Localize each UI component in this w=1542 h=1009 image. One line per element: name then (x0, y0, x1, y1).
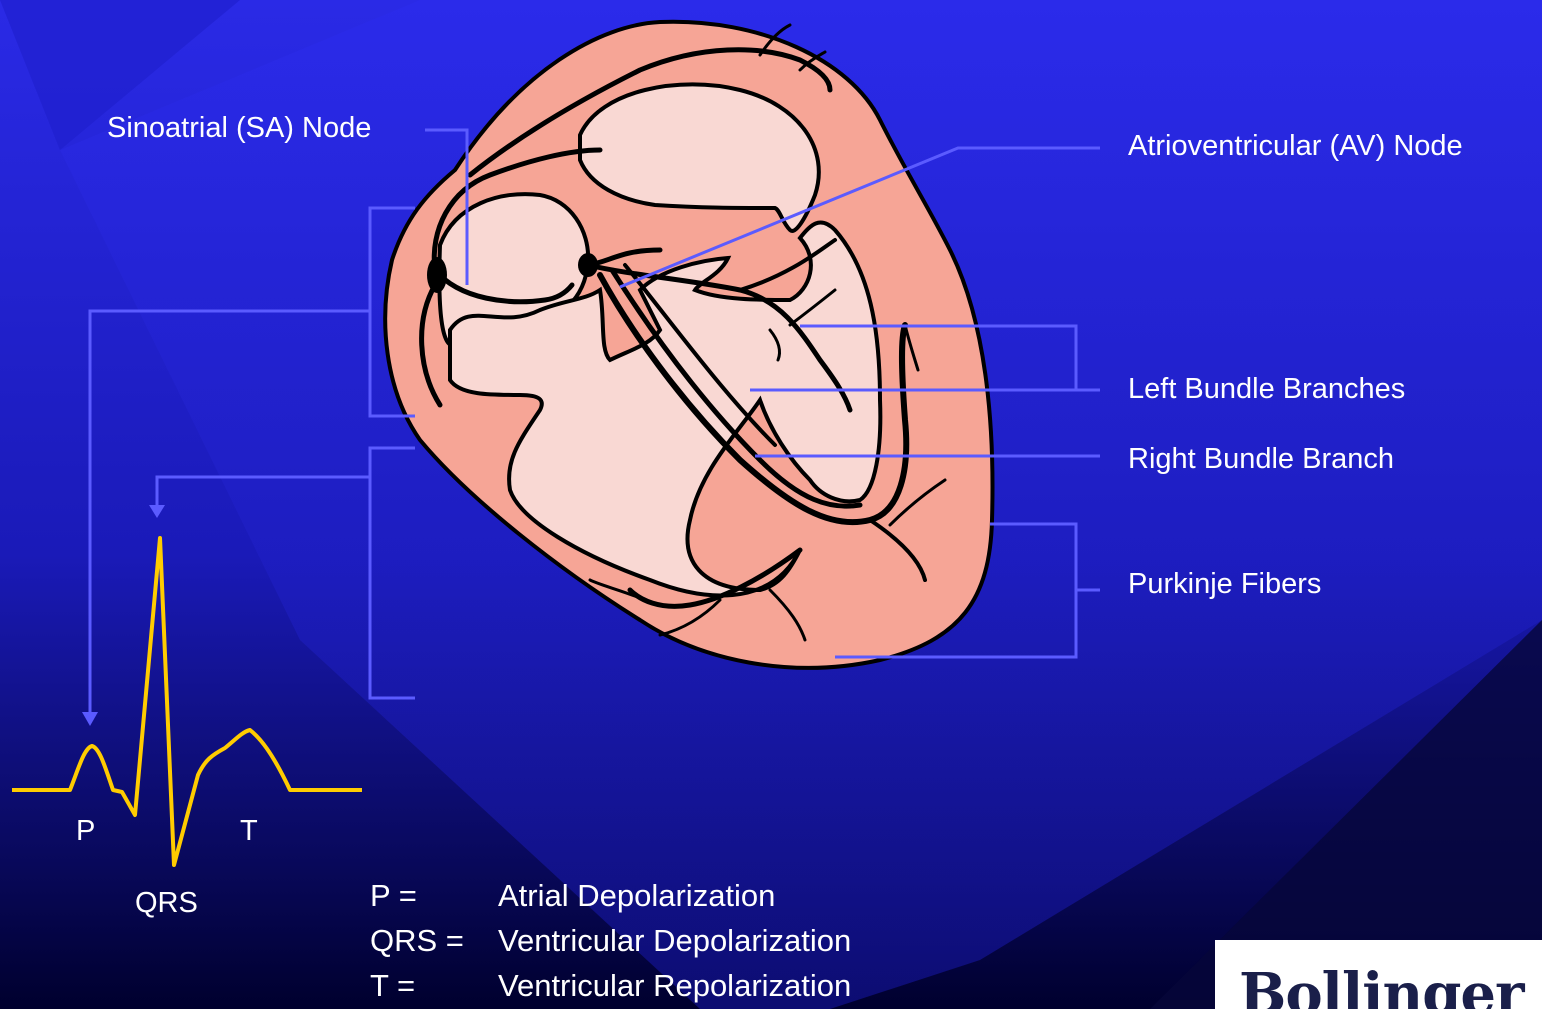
ecg-t-label: T (240, 817, 258, 846)
legend-value: Ventricular Repolarization (498, 968, 851, 1003)
legend-value: Atrial Depolarization (498, 878, 775, 913)
logo-text: Bollinger (1239, 966, 1524, 1009)
bollinger-logo: Bollinger (1215, 940, 1542, 1009)
sa-node-label: Sinoatrial (SA) Node (107, 114, 371, 143)
legend-row-p: P =Atrial Depolarization (370, 880, 775, 911)
legend-key: T = (370, 970, 498, 1001)
legend-row-t: T =Ventricular Repolarization (370, 970, 851, 1001)
legend-key: P = (370, 880, 498, 911)
right-bundle-label: Right Bundle Branch (1128, 445, 1394, 474)
legend-row-qrs: QRS =Ventricular Depolarization (370, 925, 851, 956)
av-node-marker (578, 253, 598, 277)
ecg-p-label: P (76, 817, 95, 846)
left-bundle-label: Left Bundle Branches (1128, 375, 1405, 404)
legend-key: QRS = (370, 925, 498, 956)
av-node-label: Atrioventricular (AV) Node (1128, 132, 1463, 161)
legend-value: Ventricular Depolarization (498, 923, 851, 958)
ecg-qrs-label: QRS (135, 889, 198, 918)
sa-node-marker (427, 257, 447, 293)
purkinje-label: Purkinje Fibers (1128, 570, 1321, 599)
